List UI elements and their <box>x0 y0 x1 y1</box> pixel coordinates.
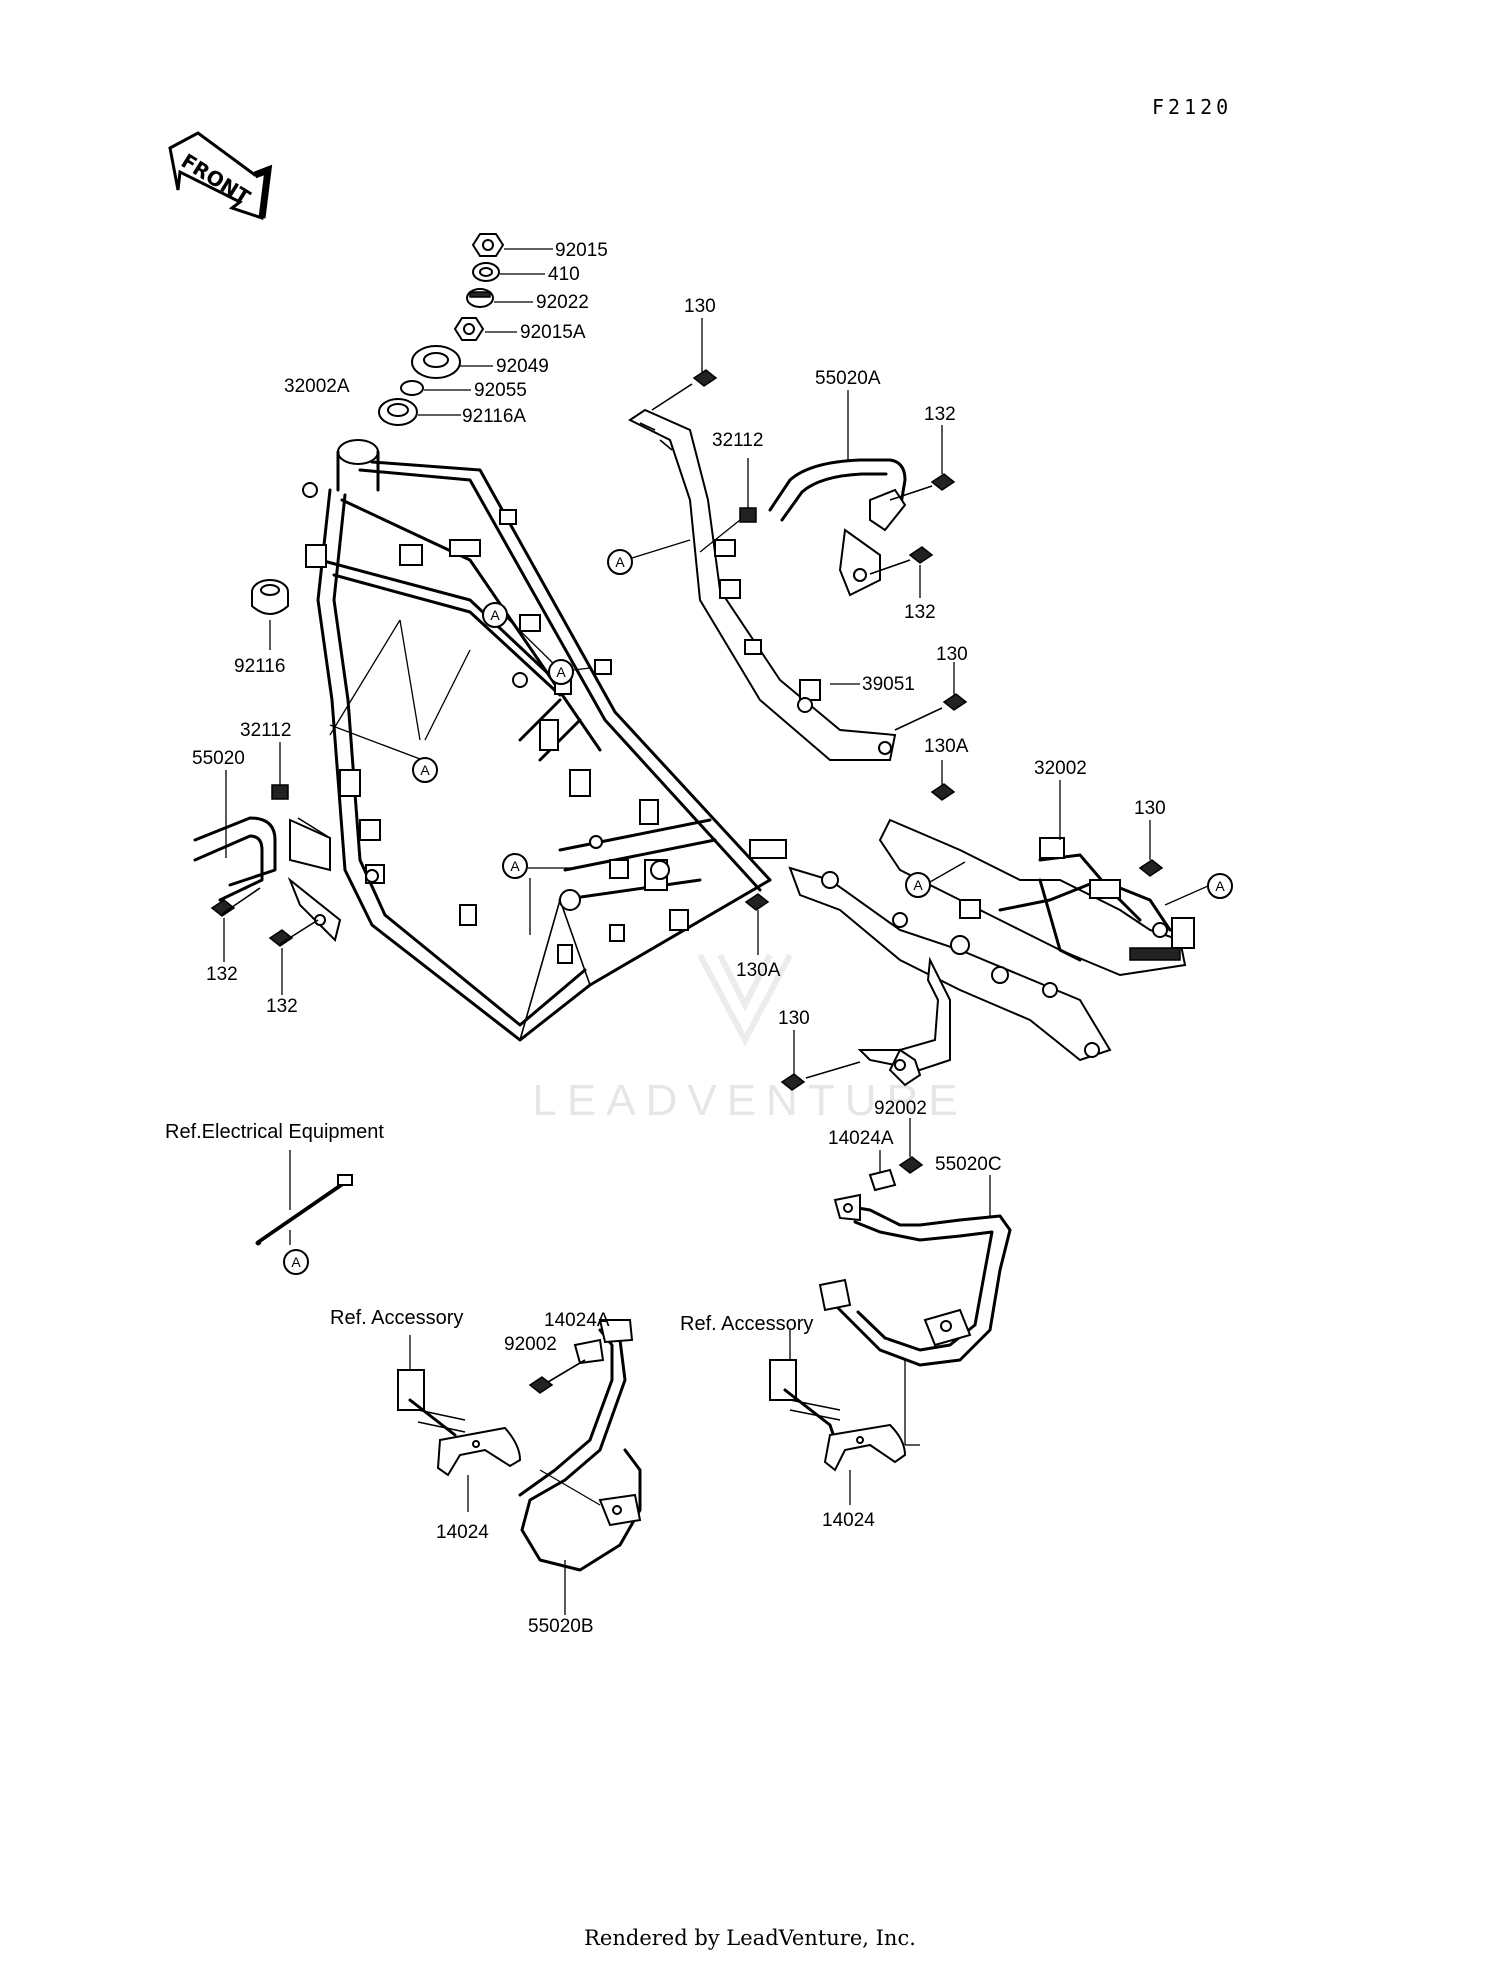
label-92116: 92116 <box>234 656 285 677</box>
label-14024-left: 14024 <box>436 1522 489 1543</box>
label-92015A: 92015A <box>520 322 586 343</box>
label-92002-right: 92002 <box>874 1098 927 1119</box>
watermark-text: LEADVENTURE <box>532 1076 967 1125</box>
label-132-b: 132 <box>266 996 298 1017</box>
label-32002: 32002 <box>1034 758 1087 779</box>
label-410: 410 <box>548 264 580 285</box>
ref-accessory-right: Ref. Accessory <box>680 1313 813 1335</box>
svg-text:A: A <box>913 877 923 893</box>
svg-text:A: A <box>510 858 520 874</box>
label-130-top: 130 <box>684 296 716 317</box>
rail-39051: A <box>607 408 897 761</box>
label-130-mid: 130 <box>936 644 968 665</box>
label-14024A-left: 14024A <box>544 1310 610 1331</box>
bearing-92116-icon <box>251 579 289 650</box>
accessory-clamp-right-icon <box>769 1330 920 1505</box>
watermark: LEADVENTURE <box>532 953 967 1125</box>
bolt-130A-low-icon <box>744 893 770 955</box>
label-130A-mid: 130A <box>924 736 969 757</box>
bearing-92049-icon <box>411 345 493 379</box>
label-14024-right: 14024 <box>822 1510 875 1531</box>
label-32002A: 32002A <box>284 376 350 397</box>
front-arrow-icon: FRONT <box>168 131 273 221</box>
label-92002-left: 92002 <box>504 1334 557 1355</box>
cap-32112-left-icon <box>271 742 289 800</box>
label-132-c: 132 <box>924 404 956 425</box>
label-14024A-right: 14024A <box>828 1128 894 1149</box>
label-55020C: 55020C <box>935 1154 1002 1175</box>
bolt-130-right-icon <box>1138 820 1164 877</box>
nut-92015A-icon <box>453 317 517 341</box>
bracket-55020-icon <box>193 770 342 942</box>
nut-92022-icon <box>466 288 533 308</box>
label-92022: 92022 <box>536 292 589 313</box>
bracket-55020A-icon <box>768 390 907 597</box>
main-frame-32002A <box>302 439 787 1042</box>
frame-callouts: A A A A <box>329 602 591 935</box>
bolt-130-mid-icon <box>894 662 968 731</box>
callout-a-8: A <box>283 1249 309 1275</box>
label-130A-low: 130A <box>736 960 781 981</box>
label-39051: 39051 <box>862 674 915 695</box>
bolt-132-c-icon <box>889 425 956 501</box>
svg-text:A: A <box>615 554 625 570</box>
rear-frame-32002: A A <box>788 780 1233 1087</box>
label-32112-right: 32112 <box>712 430 763 451</box>
figure-code: F2120 <box>1152 95 1232 119</box>
seal-92055-icon <box>400 380 471 396</box>
label-92116A: 92116A <box>462 406 526 427</box>
svg-text:A: A <box>420 762 430 778</box>
washer-410-icon <box>472 262 545 282</box>
label-92049: 92049 <box>496 356 549 377</box>
ref-electrical-equipment: Ref.Electrical Equipment <box>165 1121 384 1143</box>
svg-text:A: A <box>291 1254 301 1270</box>
footer-credit: Rendered by LeadVenture, Inc. <box>584 1926 916 1950</box>
bolt-130A-mid-icon <box>930 760 956 801</box>
steering-stack <box>378 233 553 426</box>
label-55020: 55020 <box>192 748 245 769</box>
label-130-right: 130 <box>1134 798 1166 819</box>
svg-text:A: A <box>556 664 566 680</box>
label-132-d: 132 <box>904 602 936 623</box>
part-labels: 92015 410 92022 92015A 92049 92055 92116… <box>165 240 1166 1637</box>
label-92055: 92055 <box>474 380 527 401</box>
bolt-132-a-icon <box>210 887 261 962</box>
guard-55020C-icon <box>818 1118 1012 1367</box>
callout-a-7: A <box>1207 873 1233 899</box>
guard-55020B-icon <box>518 1319 642 1615</box>
label-55020B: 55020B <box>528 1616 594 1637</box>
callout-a-6: A <box>905 872 931 898</box>
bearing-92116A-icon <box>378 398 461 426</box>
label-32112-left: 32112 <box>240 720 291 741</box>
electrical-band-icon: A <box>255 1150 353 1275</box>
ref-accessory-left: Ref. Accessory <box>330 1307 463 1329</box>
bolt-130-low-icon <box>780 1030 861 1091</box>
callout-a-2: A <box>548 659 574 685</box>
nut-92015-icon <box>471 233 553 257</box>
cap-32112-right-icon <box>739 458 757 523</box>
svg-text:A: A <box>490 607 500 623</box>
callout-a-3: A <box>412 757 438 783</box>
bolt-132-d-icon <box>869 546 934 598</box>
svg-text:A: A <box>1215 878 1225 894</box>
callout-a-5: A <box>607 549 633 575</box>
bolt-132-b-icon <box>268 919 319 995</box>
callout-a-1: A <box>482 602 508 628</box>
label-132-a: 132 <box>206 964 238 985</box>
bolt-130-top-icon <box>651 318 718 411</box>
accessory-clamp-left-icon <box>397 1335 522 1512</box>
label-130-low: 130 <box>778 1008 810 1029</box>
callout-a-4: A <box>502 853 528 879</box>
label-92015: 92015 <box>555 240 608 261</box>
label-55020A: 55020A <box>815 368 881 389</box>
